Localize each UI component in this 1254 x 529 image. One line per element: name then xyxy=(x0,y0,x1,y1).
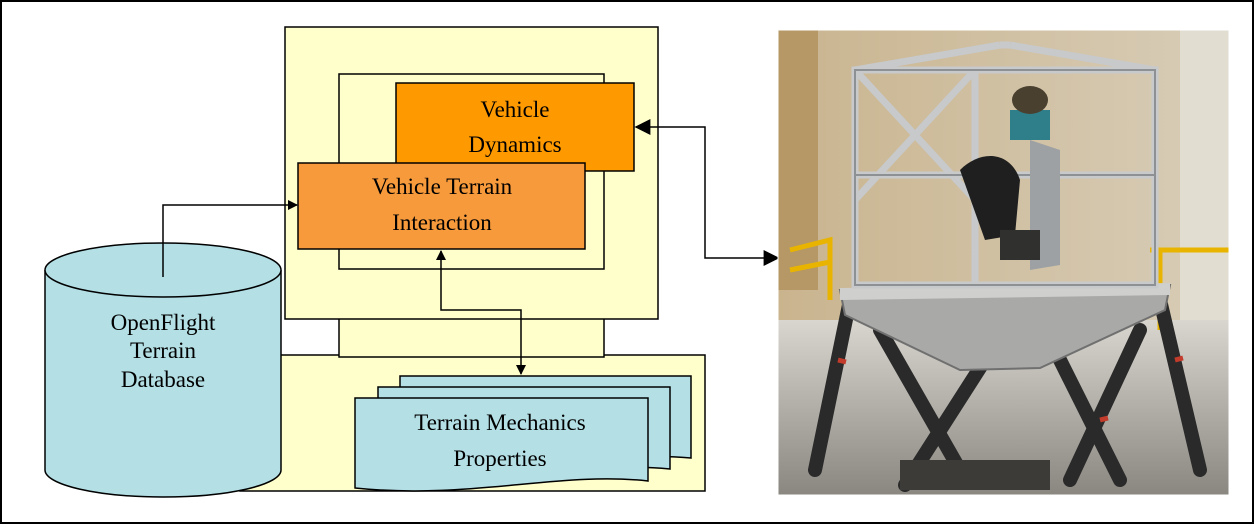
arrow-dynamics-simulator xyxy=(634,119,780,266)
terrain-database-line-1: OpenFlight xyxy=(111,310,216,335)
database-cylinder-body xyxy=(44,270,282,498)
vehicle-dynamics-box xyxy=(395,82,635,172)
vehicle-dynamics-node: Vehicle Dynamics xyxy=(395,82,635,172)
vehicle-terrain-interaction-box xyxy=(297,162,586,250)
terrain-mechanics-line-2: Properties xyxy=(453,446,546,471)
arrow-database-to-interaction xyxy=(162,200,298,277)
terrain-mechanics-line-1: Terrain Mechanics xyxy=(414,410,585,435)
vehicle-dynamics-line-2: Dynamics xyxy=(468,132,561,157)
panel-connector xyxy=(338,317,605,358)
arrow-interaction-mechanics xyxy=(436,250,526,375)
simulator-photo xyxy=(777,29,1230,496)
terrain-database-line-3: Database xyxy=(121,367,205,392)
terrain-database-line-2: Terrain xyxy=(130,338,197,363)
vehicle-terrain-interaction-line-2: Interaction xyxy=(392,210,492,235)
document-front xyxy=(354,397,649,492)
terrain-database-node: OpenFlight Terrain Database xyxy=(44,242,282,498)
vehicle-terrain-interaction-node: Vehicle Terrain Interaction xyxy=(297,162,586,250)
vehicle-terrain-interaction-line-1: Vehicle Terrain xyxy=(372,174,513,199)
vehicle-dynamics-line-1: Vehicle xyxy=(481,97,550,122)
terrain-mechanics-node: Terrain Mechanics Properties xyxy=(354,375,692,492)
